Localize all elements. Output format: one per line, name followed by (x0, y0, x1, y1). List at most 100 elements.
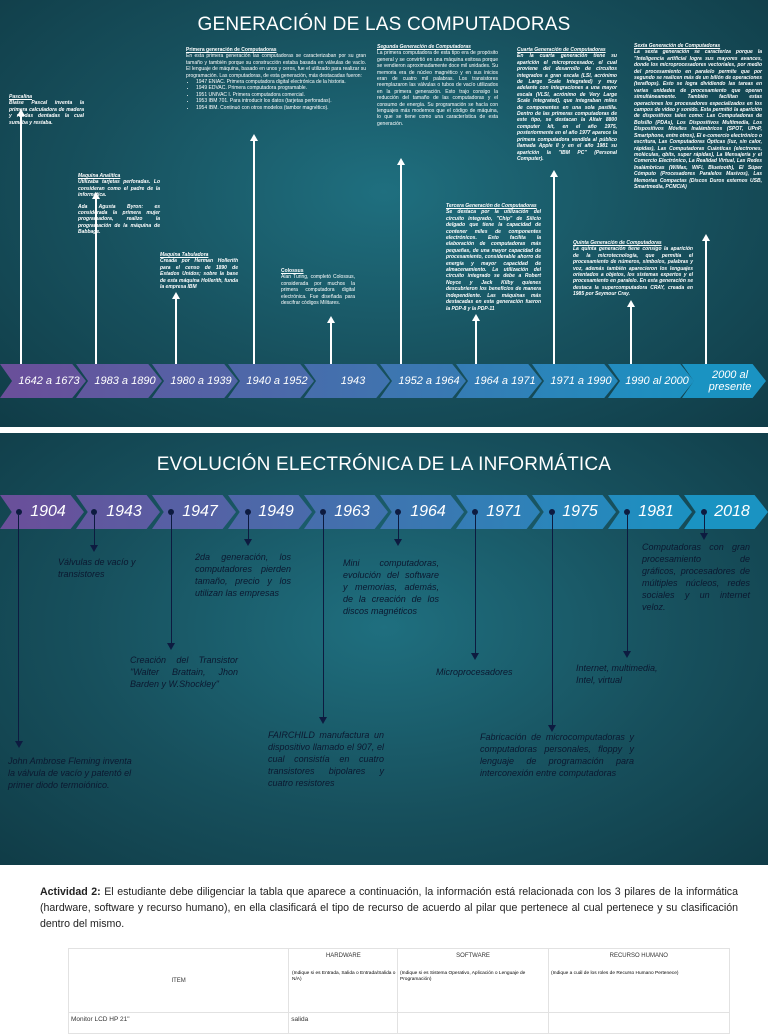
tabuladora-text: Creada por Herman Hollerith para el cens… (160, 258, 238, 291)
arrow-line (705, 240, 707, 366)
tercera-text: Se destaca por la utilización del circui… (446, 209, 541, 312)
note-1975: Fabricación de microcomputadoras y compu… (480, 732, 634, 778)
connector-line (18, 515, 20, 743)
timeline-dot (549, 509, 555, 515)
analitica-text-2: Ada Agusta Byron: es considerada la prim… (78, 203, 160, 236)
colossus-heading: Colossus (281, 268, 304, 274)
cell-item: Monitor LCD HP 21" (67, 1012, 290, 1034)
arrow-down-icon (167, 643, 175, 650)
connector-line (171, 515, 173, 645)
timeline-2018: 2018 (684, 495, 768, 529)
arrow-head-icon (327, 316, 335, 323)
quinta-generacion-block: Quinta Generación de Computadoras La qui… (573, 240, 693, 298)
note-2018: Computadoras con gran procesamiento de g… (642, 542, 750, 612)
timeline-1990-2000: 1990 al 2000 (608, 364, 694, 398)
header-hardware: HARDWARE (288, 948, 399, 1013)
arrow-head-icon (550, 170, 558, 177)
timeline-1963: 1963 (304, 495, 388, 529)
timeline-1943: 1943 (304, 364, 390, 398)
connector-line (94, 515, 96, 547)
analitica-heading: Maquina Analítica (78, 173, 121, 179)
timeline-dot (624, 509, 630, 515)
cell-hardware-input[interactable]: salida (288, 1012, 399, 1034)
connector-line (552, 515, 554, 727)
panel-title: EVOLUCIÓN ELECTRÓNICA DE LA INFORMÁTICA (156, 454, 612, 475)
arrow-head-icon (172, 292, 180, 299)
arrow-down-icon (548, 725, 556, 732)
connector-line (704, 515, 706, 535)
arrow-head-icon (250, 134, 258, 141)
timeline-1964-1971: 1964 a 1971 (456, 364, 542, 398)
arrow-line (630, 306, 632, 366)
tabuladora-heading: Maquina Tabuladora (160, 252, 209, 258)
cuarta-heading: Cuarta Generación de Computadoras (517, 47, 606, 53)
timeline-1904: 1904 (0, 495, 84, 529)
tercera-generacion-block: Tercera Generación de Computadoras Se de… (446, 203, 541, 312)
primera-text: En esta primera generación las computado… (186, 53, 366, 79)
arrow-down-icon (319, 717, 327, 724)
generations-panel: GENERACIÓN DE LAS COMPUTADORAS Pascalina… (0, 0, 768, 427)
arrow-head-icon (472, 314, 480, 321)
arrow-down-icon (90, 545, 98, 552)
tabuladora-block: Maquina Tabuladora Creada por Herman Hol… (160, 252, 238, 290)
header-software: SOFTWARE (397, 948, 549, 1013)
timeline-1642-1673: 1642 a 1673 (0, 364, 86, 398)
arrow-line (330, 322, 332, 366)
note-1904: John Ambrose Fleming inventa la válvula … (8, 756, 132, 790)
timeline-dot (395, 509, 401, 515)
note-1947: Creación del Transistor "Walter Brattain… (130, 655, 238, 689)
sexta-text: La sexta generación se caracteriza porqu… (634, 49, 762, 190)
header-item: ITEM (67, 948, 290, 1013)
analitica-text: Utilizaba tarjetas perforadas. Lo consid… (78, 179, 160, 199)
arrow-head-icon (17, 109, 25, 116)
timeline-1952-1964: 1952 a 1964 (380, 364, 466, 398)
quinta-text: La quinta generación tiene consigo la ap… (573, 246, 693, 298)
timeline-1940-1952: 1940 a 1952 (228, 364, 314, 398)
timeline-1971: 1971 (456, 495, 540, 529)
cuarta-text: En la cuarta generación tiene su aparici… (517, 53, 617, 162)
timeline-1949: 1949 (228, 495, 312, 529)
colossus-block: Colossus Alan Turing, completó Colossus,… (281, 268, 355, 306)
primera-item: 1953 IBM 701. Para introducir los datos … (196, 98, 366, 104)
cell-software-input[interactable] (397, 1012, 549, 1034)
colossus-text: Alan Turing, completó Colossus, consider… (281, 274, 355, 307)
connector-line (323, 515, 325, 719)
evolution-panel: EVOLUCIÓN ELECTRÓNICA DE LA INFORMÁTICA … (0, 433, 768, 865)
arrow-head-icon (702, 234, 710, 241)
quinta-heading: Quinta Generación de Computadoras (573, 240, 662, 246)
timeline-1980-1939: 1980 a 1939 (152, 364, 238, 398)
classification-table: ITEM HARDWARE SOFTWARE RECURSO HUMANO Mo… (67, 948, 731, 1034)
arrow-line (175, 298, 177, 366)
segunda-text: La primera computadora de esta tipo era … (377, 50, 498, 127)
primera-generacion-block: Primera generación de Computadoras En es… (186, 47, 366, 111)
arrow-down-icon (623, 651, 631, 658)
timeline-dot (16, 509, 22, 515)
primera-item: 1947 ENIAC. Primera computadora digital … (196, 79, 366, 85)
arrow-line (20, 115, 22, 367)
arrow-down-icon (700, 533, 708, 540)
timeline-dot (472, 509, 478, 515)
activity-text: El estudiante debe diligenciar la tabla … (40, 886, 738, 930)
connector-line (627, 515, 629, 653)
note-1943: Válvulas de vacío y transistores (58, 557, 136, 579)
arrow-head-icon (92, 192, 100, 199)
timeline-1964: 1964 (380, 495, 464, 529)
timeline-dot (701, 509, 707, 515)
arrow-line (553, 176, 555, 366)
arrow-head-icon (627, 300, 635, 307)
sexta-heading: Sexta Generación de Computadoras (634, 43, 721, 49)
timeline-1983-1890: 1983 a 1890 (76, 364, 162, 398)
arrow-line (400, 164, 402, 366)
activity-label: Actividad 2: (40, 886, 101, 898)
timeline-dot (91, 509, 97, 515)
primera-heading: Primera generación de Computadoras (186, 47, 277, 53)
arrow-line (475, 320, 477, 366)
hint-hardware: (Indique si es Entrada, Salida o Entrada… (292, 971, 396, 982)
cuarta-generacion-block: Cuarta Generación de Computadoras En la … (517, 47, 617, 162)
note-1981: Internet, multimedia, Intel, virtual (576, 663, 658, 685)
arrow-down-icon (394, 539, 402, 546)
connector-line (398, 515, 400, 541)
cell-recurso-input[interactable] (547, 1012, 731, 1034)
timeline-1981: 1981 (608, 495, 692, 529)
timeline-1947: 1947 (152, 495, 236, 529)
